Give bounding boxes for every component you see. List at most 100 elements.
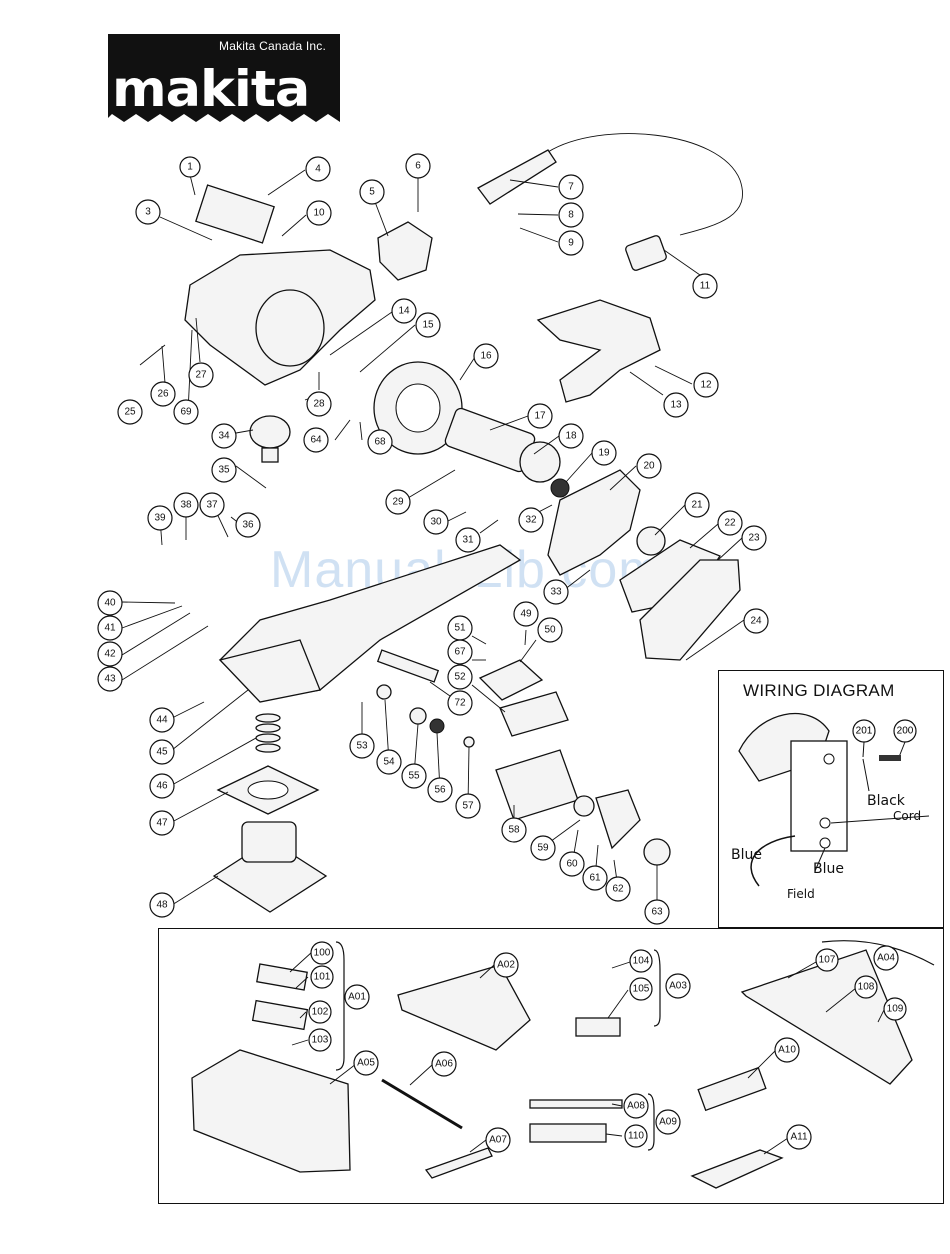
callout-10: 10 (306, 200, 332, 226)
svg-text:22: 22 (724, 518, 736, 529)
svg-text:A01: A01 (348, 992, 366, 1003)
svg-text:9: 9 (568, 238, 574, 249)
svg-text:57: 57 (462, 801, 474, 812)
knob-stem (261, 447, 279, 463)
svg-text:51: 51 (454, 623, 466, 634)
acc-callout-a11: A11 (786, 1124, 812, 1150)
svg-text:30: 30 (430, 517, 442, 528)
callout-15: 15 (415, 312, 441, 338)
svg-text:32: 32 (525, 515, 537, 526)
acc-callout-a04: A04 (873, 945, 899, 971)
svg-text:64: 64 (310, 435, 322, 446)
svg-text:72: 72 (454, 698, 466, 709)
svg-text:15: 15 (422, 320, 434, 331)
acc-callout-108: 108 (854, 975, 878, 999)
svg-text:52: 52 (454, 672, 466, 683)
callout-25: 25 (117, 399, 143, 425)
callout-26: 26 (150, 381, 176, 407)
svg-text:36: 36 (242, 520, 254, 531)
callout-46: 46 (149, 773, 175, 799)
callout-20: 20 (636, 453, 662, 479)
svg-text:28: 28 (313, 399, 325, 410)
callout-22: 22 (717, 510, 743, 536)
svg-text:110: 110 (628, 1131, 644, 1142)
svg-text:A07: A07 (489, 1135, 507, 1146)
handle (536, 299, 661, 403)
callout-41: 41 (97, 615, 123, 641)
callout-52: 52 (447, 664, 473, 690)
svg-text:25: 25 (124, 407, 136, 418)
svg-text:A03: A03 (669, 981, 687, 992)
fan (519, 441, 561, 483)
a03-block (575, 1017, 621, 1037)
callout-67: 67 (447, 639, 473, 665)
callout-11: 11 (692, 273, 718, 299)
callout-31: 31 (455, 527, 481, 553)
plug (625, 235, 667, 271)
drum-plate (595, 789, 641, 850)
acc-callout-a02: A02 (493, 952, 519, 978)
svg-text:60: 60 (566, 859, 578, 870)
svg-text:12: 12 (700, 380, 712, 391)
callout-68: 68 (367, 429, 393, 455)
callout-47: 47 (149, 810, 175, 836)
svg-text:16: 16 (480, 351, 492, 362)
callout-18: 18 (558, 423, 584, 449)
accessories-panel (158, 928, 944, 1204)
callout-43: 43 (97, 666, 123, 692)
callout-39: 39 (147, 505, 173, 531)
callout-12: 12 (693, 372, 719, 398)
acc-callout-107: 107 (815, 948, 839, 972)
wiring-callout-201: 201 (856, 726, 873, 737)
a02-guide (397, 964, 531, 1051)
acc-callout-102: 102 (308, 1000, 332, 1024)
callout-24: 24 (743, 608, 769, 634)
makita-logo: Makita Canada Inc. makita (108, 34, 340, 122)
svg-text:21: 21 (691, 500, 703, 511)
svg-text:46: 46 (156, 781, 168, 792)
svg-text:42: 42 (104, 649, 116, 660)
svg-text:50: 50 (544, 625, 556, 636)
pulley-small (636, 526, 666, 556)
wire-label-cord: Cord (893, 809, 922, 823)
svg-text:31: 31 (462, 535, 474, 546)
a01-plate-bottom (251, 999, 309, 1031)
svg-text:A08: A08 (627, 1101, 645, 1112)
acc-callout-a01: A01 (344, 984, 370, 1010)
callout-58: 58 (501, 817, 527, 843)
accessory-leaders (289, 951, 885, 1155)
svg-text:17: 17 (534, 411, 546, 422)
acc-callout-a06: A06 (431, 1051, 457, 1077)
callout-34: 34 (211, 423, 237, 449)
callout-38: 38 (173, 492, 199, 518)
acc-callout-a07: A07 (485, 1127, 511, 1153)
callout-42: 42 (97, 641, 123, 667)
callout-51: 51 (447, 615, 473, 641)
callout-69: 69 (173, 399, 199, 425)
callout-50: 50 (537, 617, 563, 643)
callout-17: 17 (527, 403, 553, 429)
svg-text:56: 56 (434, 785, 446, 796)
svg-text:67: 67 (454, 647, 466, 658)
acc-callout-103: 103 (308, 1028, 332, 1052)
svg-text:5: 5 (369, 187, 375, 198)
svg-text:26: 26 (157, 389, 169, 400)
acc-callout-100: 100 (310, 941, 334, 965)
drum-cover (478, 659, 544, 701)
callout-63: 63 (644, 899, 670, 925)
knob (249, 415, 291, 449)
svg-text:A04: A04 (877, 953, 895, 964)
callout-59: 59 (530, 835, 556, 861)
callout-44: 44 (149, 707, 175, 733)
svg-text:103: 103 (312, 1035, 329, 1046)
callout-57: 57 (455, 793, 481, 819)
svg-text:54: 54 (383, 757, 395, 768)
a09-holder (529, 1123, 607, 1143)
svg-text:102: 102 (312, 1007, 329, 1018)
wire-label-blue-right: Blue (813, 861, 844, 877)
wire-label-blue-left: Blue (731, 847, 762, 863)
svg-text:37: 37 (206, 500, 218, 511)
wiring-callout-200: 200 (897, 726, 914, 737)
drum-bearing (573, 795, 595, 817)
callout-53: 53 (349, 733, 375, 759)
